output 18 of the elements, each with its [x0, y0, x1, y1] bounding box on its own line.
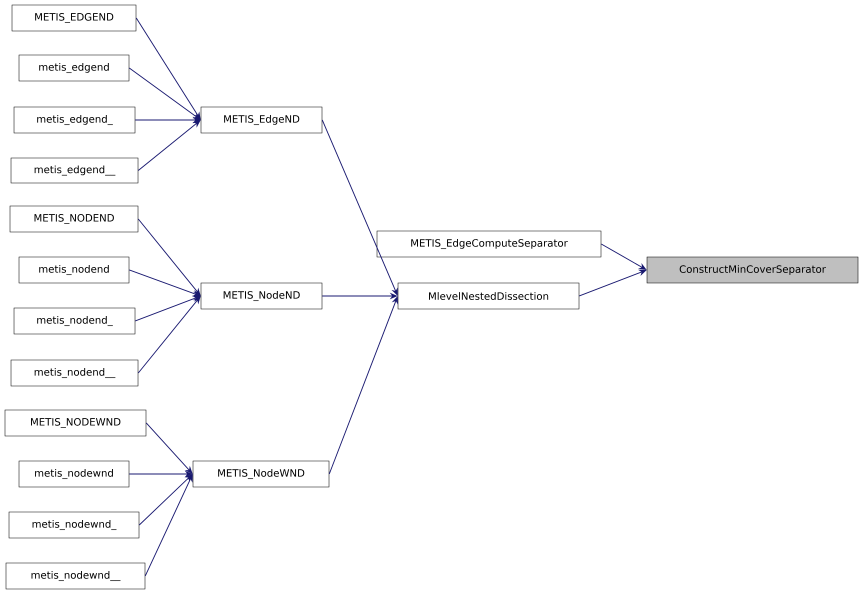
function-box: METIS_EdgeND [200, 106, 322, 134]
function-box: ConstructMinCoverSeparator [646, 256, 858, 284]
function-box: metis_nodewnd [18, 460, 130, 488]
function-box: MlevelNestedDissection [398, 282, 580, 310]
function-box: metis_edgend_ [14, 106, 136, 134]
function-box: METIS_EdgeComputeSeparator [376, 230, 602, 258]
function-box: metis_edgend__ [10, 158, 138, 184]
function-box: metis_nodewnd__ [6, 562, 146, 590]
function-box: metis_nodend_ [14, 308, 136, 334]
function-box: metis_nodend [18, 256, 130, 284]
function-box: METIS_EDGEND [12, 4, 136, 32]
function-box: metis_nodewnd_ [8, 512, 140, 538]
function-box: METIS_NodeWND [192, 460, 330, 488]
function-box: METIS_NodeND [200, 282, 322, 310]
function-box: metis_edgend [18, 54, 130, 82]
function-box: METIS_NODEWND [4, 410, 146, 436]
function-box: METIS_NODEND [10, 206, 138, 232]
function-box: metis_nodend__ [10, 360, 138, 386]
